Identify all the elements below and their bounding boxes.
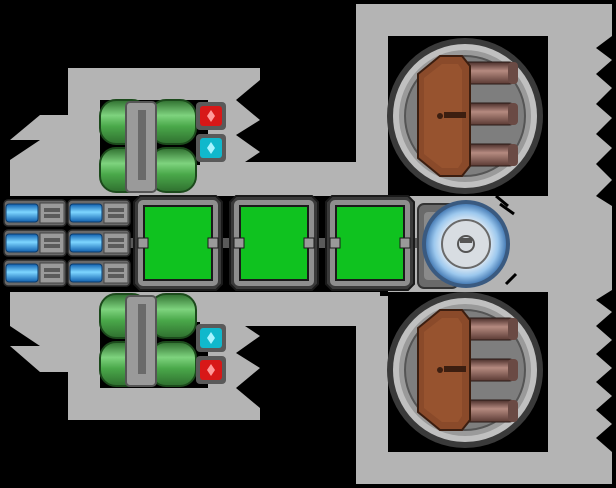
fuel-tank-upper[interactable] — [99, 99, 197, 193]
thruster[interactable] — [67, 259, 131, 287]
red-module[interactable] — [196, 102, 226, 130]
turret-upper[interactable] — [387, 38, 543, 194]
cyan-module[interactable] — [196, 324, 226, 352]
thruster[interactable] — [3, 199, 67, 227]
hull-bar-top — [200, 162, 380, 196]
fuel-tank-lower[interactable] — [99, 293, 197, 387]
turret-lower[interactable] — [387, 292, 543, 448]
cargo-pod[interactable] — [229, 195, 319, 291]
thrusters — [3, 199, 131, 287]
cockpit[interactable] — [417, 194, 518, 289]
cargo-pod[interactable] — [133, 195, 223, 291]
hull-upper-left — [10, 68, 260, 196]
thruster[interactable] — [3, 259, 67, 287]
cargo-pod[interactable] — [325, 195, 415, 291]
hull-nose — [512, 196, 556, 292]
cargo-pods — [133, 195, 415, 291]
thruster[interactable] — [67, 199, 131, 227]
red-module[interactable] — [196, 356, 226, 384]
hull-bar-bottom — [200, 292, 380, 326]
thruster[interactable] — [67, 229, 131, 257]
cyan-module[interactable] — [196, 134, 226, 162]
thruster[interactable] — [3, 229, 67, 257]
hull-lower-left — [10, 292, 260, 420]
